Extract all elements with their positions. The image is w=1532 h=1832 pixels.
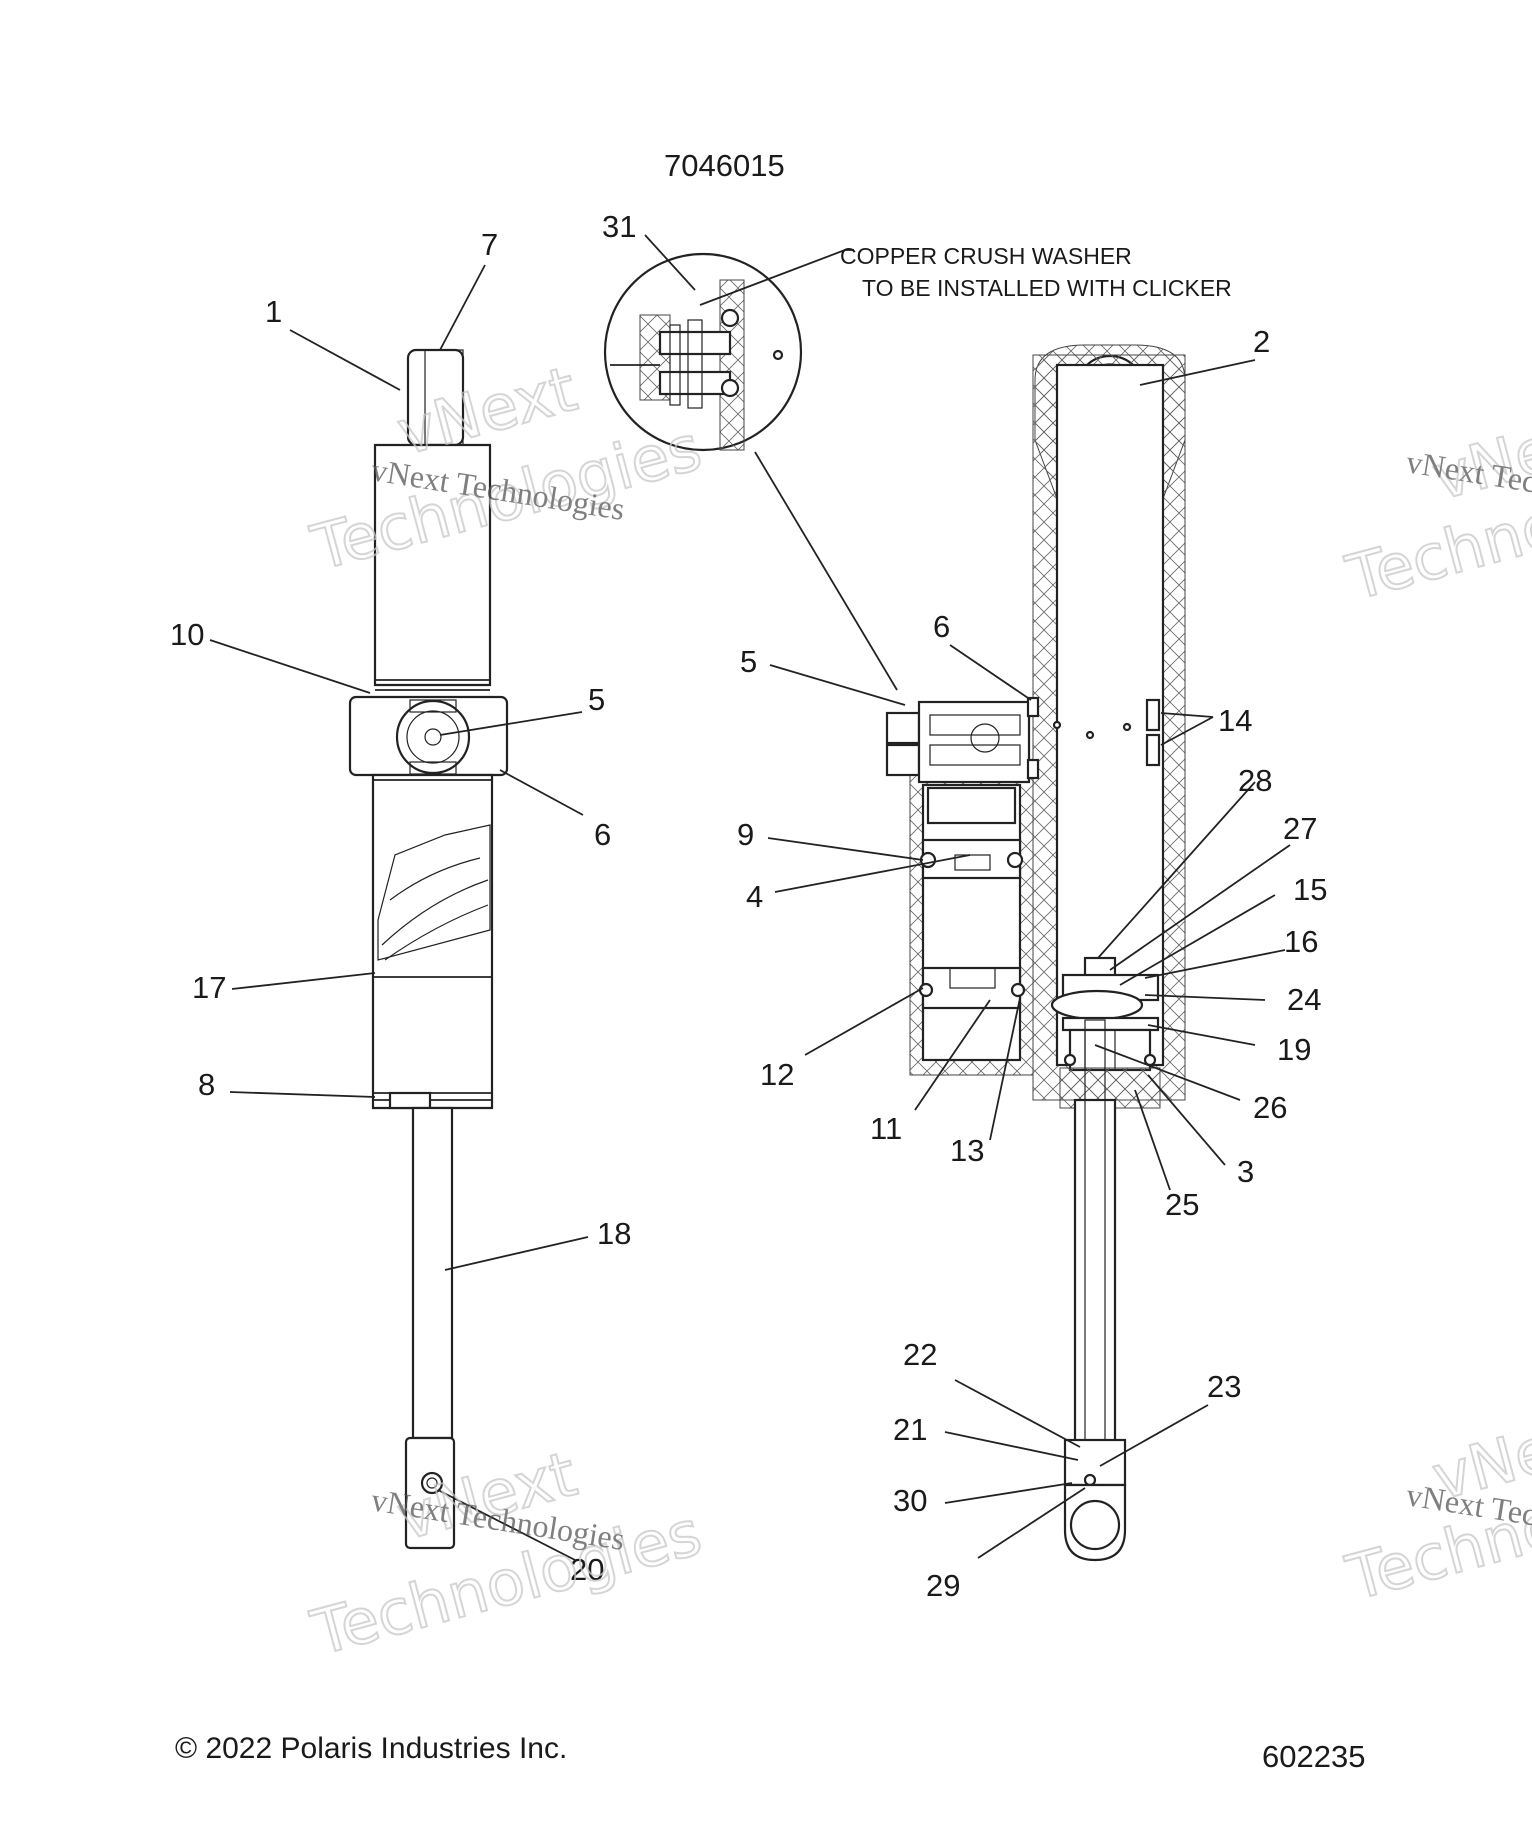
- callout-13: 13: [950, 1133, 984, 1168]
- callout-15: 15: [1293, 872, 1327, 907]
- left-shock-exterior: [348, 348, 509, 1550]
- watermark-bottom-right: vNext Technologies vNext Technologies: [1338, 1396, 1532, 1616]
- copyright-text: © 2022 Polaris Industries Inc.: [175, 1732, 567, 1765]
- callout-3: 3: [1237, 1154, 1254, 1189]
- leader-lines: [209, 234, 1291, 1561]
- callout-20: 20: [570, 1552, 604, 1587]
- callout-11: 11: [870, 1111, 902, 1146]
- note-line-2: TO BE INSTALLED WITH CLICKER: [862, 275, 1232, 301]
- assembly-number: 7046015: [664, 148, 785, 183]
- note-line-1: COPPER CRUSH WASHER: [840, 243, 1132, 269]
- callout-22: 22: [903, 1337, 937, 1372]
- callout-18: 18: [597, 1216, 631, 1251]
- callout-31: 31: [602, 209, 636, 244]
- watermark-bottom-left: vNext Technologies vNext Technologies: [303, 1436, 710, 1671]
- callout-6-left: 6: [594, 817, 611, 852]
- callout-9: 9: [737, 817, 754, 852]
- callout-1: 1: [265, 294, 282, 329]
- callout-12: 12: [760, 1057, 794, 1092]
- callout-5-right: 5: [740, 644, 757, 679]
- callout-29: 29: [926, 1568, 960, 1603]
- callout-14: 14: [1218, 703, 1252, 738]
- callout-23: 23: [1207, 1369, 1241, 1404]
- callout-28: 28: [1238, 763, 1272, 798]
- callout-27: 27: [1283, 811, 1317, 846]
- watermark-top-right: vNext Technologies vNext Technologies: [1338, 396, 1532, 616]
- callout-21: 21: [893, 1412, 927, 1447]
- callout-25: 25: [1165, 1187, 1199, 1222]
- callout-8: 8: [198, 1067, 215, 1102]
- callout-30: 30: [893, 1483, 927, 1518]
- callout-24: 24: [1287, 982, 1321, 1017]
- callout-16: 16: [1284, 924, 1318, 959]
- callout-26: 26: [1253, 1090, 1287, 1125]
- callout-2: 2: [1253, 324, 1270, 359]
- callout-10: 10: [170, 617, 204, 652]
- callout-4: 4: [746, 879, 763, 914]
- callout-7: 7: [481, 227, 498, 262]
- note-leader-line: [699, 249, 846, 306]
- clicker-detail-inset: [603, 249, 898, 691]
- callout-6-right: 6: [933, 609, 950, 644]
- callout-labels: 1 2 3 4 5 5 6 6 7 8 9 10 11 12 13 14 15 …: [170, 209, 1327, 1603]
- callout-17: 17: [192, 970, 226, 1005]
- right-shock-section: [885, 344, 1186, 1562]
- callout-5-left: 5: [588, 682, 605, 717]
- detail-leader-line: [754, 451, 898, 691]
- callout-19: 19: [1277, 1032, 1311, 1067]
- drawing-number: 602235: [1262, 1739, 1365, 1774]
